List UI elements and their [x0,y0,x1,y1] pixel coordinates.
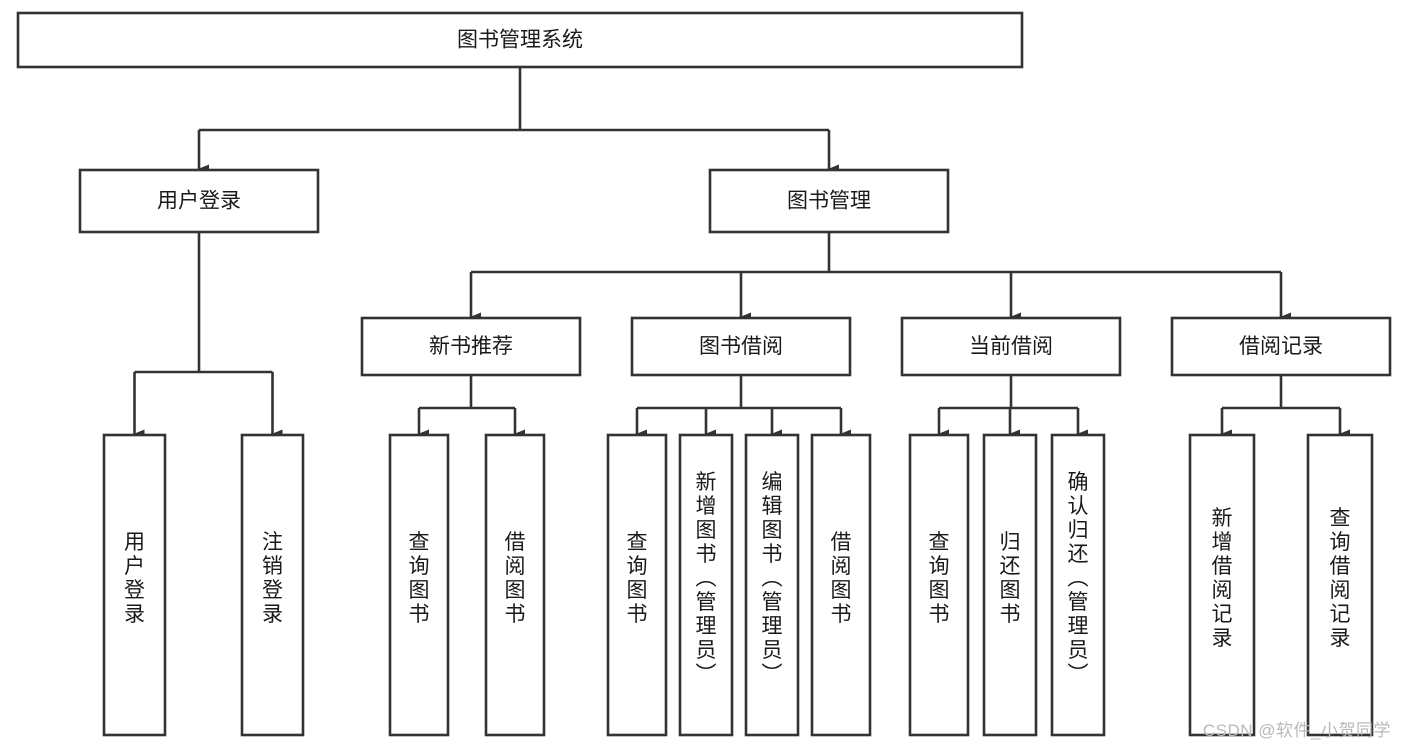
root-node-book-management-system[interactable]: 图书管理系统 [16,11,1024,69]
level3-node-4-box[interactable] [1170,316,1392,377]
level3-node-4-label: 借阅记录 [1239,335,1323,358]
leaf-node-8[interactable]: 借阅图书 [810,433,872,737]
level2-node-1-label: 用户登录 [157,190,241,213]
leaf-node-10[interactable]: 归还图书 [982,433,1038,737]
leaf-node-4-label: 借阅图书 [505,531,526,626]
leaf-node-5-box[interactable] [606,433,668,737]
leaf-node-2-label: 注销登录 [262,531,283,626]
connector-layer [133,67,1350,439]
level3-node-2-label: 图书借阅 [699,335,783,358]
level3-node-1[interactable]: 新书推荐 [360,316,582,377]
level3-node-2[interactable]: 图书借阅 [630,316,852,377]
leaf-node-7-box[interactable] [744,433,800,737]
leaf-node-11-label: 确认归还︵管理员︶ [1068,471,1089,686]
leaf-node-4-box[interactable] [484,433,546,737]
leaf-node-12-box[interactable] [1188,433,1256,737]
level3-node-3[interactable]: 当前借阅 [900,316,1122,377]
leaf-node-6-box[interactable] [678,433,734,737]
leaf-node-8-box[interactable] [810,433,872,737]
leaf-node-9[interactable]: 查询图书 [908,433,970,737]
root-node-book-management-system-label: 图书管理系统 [457,29,583,52]
leaf-node-3-box[interactable] [388,433,450,737]
leaf-node-12-label: 新增借阅记录 [1212,507,1233,650]
level2-node-2[interactable]: 图书管理 [708,168,950,234]
leaf-node-2-box[interactable] [240,433,305,737]
level3-node-4[interactable]: 借阅记录 [1170,316,1392,377]
leaf-node-3-label: 查询图书 [409,531,430,626]
leaf-node-10-label: 归还图书 [1000,531,1021,626]
leaf-node-1-label: 用户登录 [124,531,145,626]
node-layer: 图书管理系统用户登录图书管理新书推荐图书借阅当前借阅借阅记录用户登录注销登录查询… [16,11,1392,737]
leaf-node-13[interactable]: 查询借阅记录 [1306,433,1374,737]
leaf-node-13-box[interactable] [1306,433,1374,737]
leaf-node-11[interactable]: 确认归还︵管理员︶ [1050,433,1106,737]
leaf-node-5-label: 查询图书 [627,531,648,626]
leaf-node-8-label: 借阅图书 [831,531,852,626]
leaf-node-13-label: 查询借阅记录 [1330,507,1351,650]
level2-node-2-label: 图书管理 [787,190,871,213]
leaf-node-6-label: 新增图书︵管理员︶ [696,471,717,686]
level3-node-1-box[interactable] [360,316,582,377]
leaf-node-12[interactable]: 新增借阅记录 [1188,433,1256,737]
level3-node-3-box[interactable] [900,316,1122,377]
leaf-node-7[interactable]: 编辑图书︵管理员︶ [744,433,800,737]
leaf-node-1-box[interactable] [102,433,167,737]
leaf-node-10-box[interactable] [982,433,1038,737]
level3-node-1-label: 新书推荐 [429,335,513,358]
level2-node-1-box[interactable] [78,168,320,234]
root-node-book-management-system-box[interactable] [16,11,1024,69]
leaf-node-9-label: 查询图书 [929,531,950,626]
level3-node-2-box[interactable] [630,316,852,377]
leaf-node-7-label: 编辑图书︵管理员︶ [762,471,783,686]
leaf-node-5[interactable]: 查询图书 [606,433,668,737]
level2-node-2-box[interactable] [708,168,950,234]
leaf-node-11-box[interactable] [1050,433,1106,737]
leaf-node-3[interactable]: 查询图书 [388,433,450,737]
leaf-node-9-box[interactable] [908,433,970,737]
leaf-node-6[interactable]: 新增图书︵管理员︶ [678,433,734,737]
level2-node-1[interactable]: 用户登录 [78,168,320,234]
leaf-node-2[interactable]: 注销登录 [240,433,305,737]
leaf-node-1[interactable]: 用户登录 [102,433,167,737]
leaf-node-4[interactable]: 借阅图书 [484,433,546,737]
level3-node-3-label: 当前借阅 [969,335,1053,358]
